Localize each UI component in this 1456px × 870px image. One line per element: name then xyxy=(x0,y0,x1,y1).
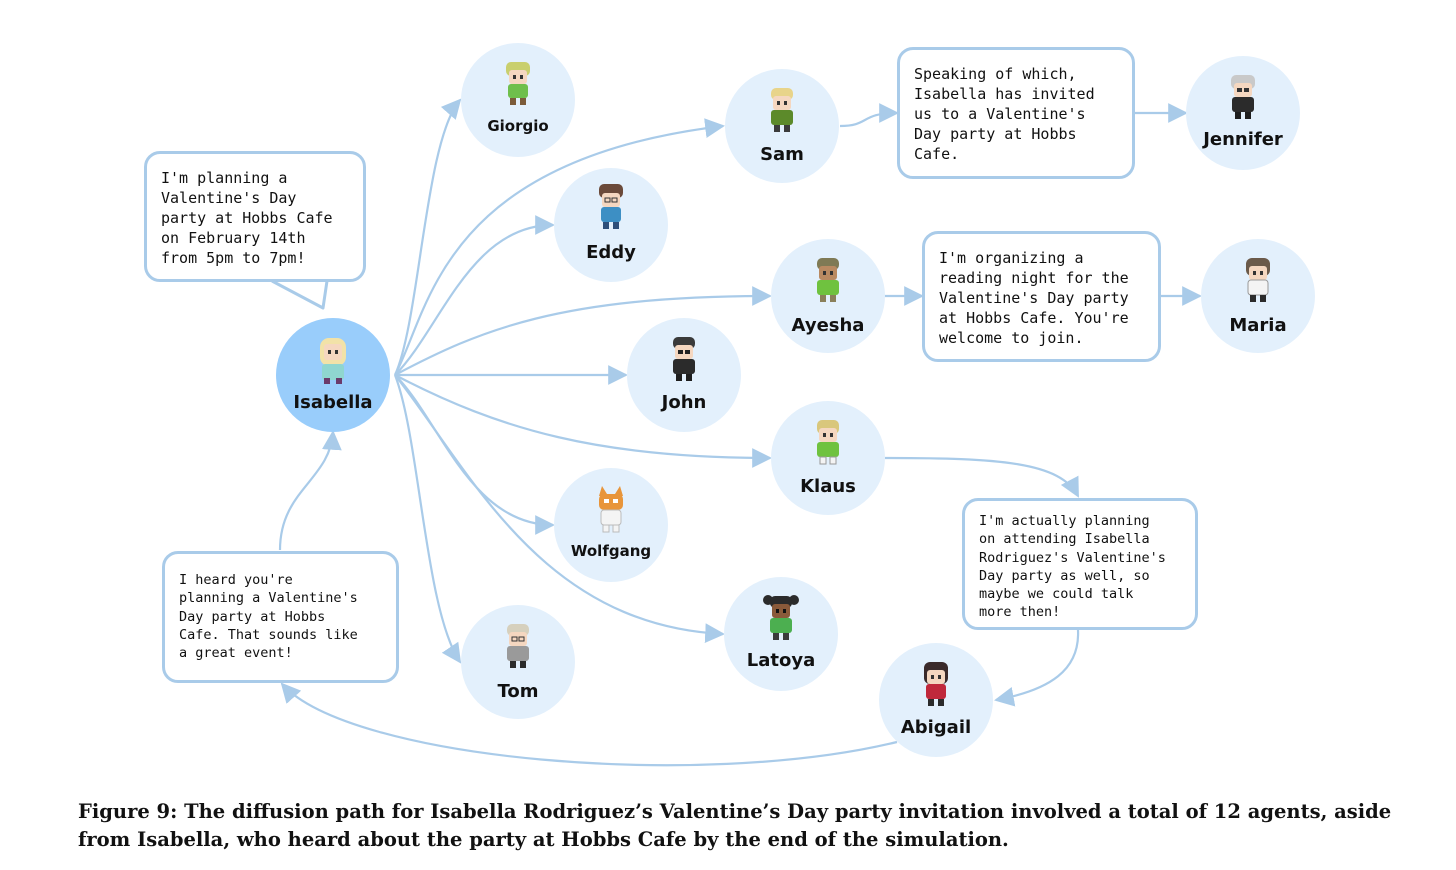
maria-avatar-icon xyxy=(1246,258,1270,302)
sam-avatar-icon xyxy=(771,88,793,132)
abigail-avatar-icon xyxy=(924,662,948,706)
jennifer-avatar-icon xyxy=(1231,75,1255,119)
node-label-sam: Sam xyxy=(760,144,804,165)
john-avatar-icon xyxy=(673,337,695,381)
node-tom: Tom xyxy=(461,605,575,719)
klaus-avatar-icon xyxy=(817,420,839,465)
node-label-maria: Maria xyxy=(1229,315,1286,336)
node-label-isabella: Isabella xyxy=(293,392,372,413)
node-jennifer: Jennifer xyxy=(1186,56,1300,170)
node-label-jennifer: Jennifer xyxy=(1201,129,1283,150)
node-eddy: Eddy xyxy=(554,168,668,282)
bubble-isabella-plan: I'm planning a Valentine's Day party at … xyxy=(144,151,366,282)
wolfgang-avatar-icon xyxy=(599,486,623,533)
edge-isabella-latoya xyxy=(394,374,725,643)
node-sam: Sam xyxy=(725,69,839,183)
node-label-abigail: Abigail xyxy=(901,717,971,738)
node-john: John xyxy=(627,318,741,432)
bubble-abigail-to-isabella: I heard you're planning a Valentine's Da… xyxy=(162,551,399,683)
latoya-avatar-icon xyxy=(763,595,799,640)
edge-isabella-sam xyxy=(394,118,725,376)
node-label-eddy: Eddy xyxy=(586,242,636,263)
figure-caption: Figure 9: The diffusion path for Isabell… xyxy=(78,800,1392,851)
edge-isabella-eddy xyxy=(394,215,555,376)
bubble-klaus-to-abigail: I'm actually planning on attending Isabe… xyxy=(962,498,1198,630)
eddy-avatar-icon xyxy=(599,184,623,229)
node-ayesha: Ayesha xyxy=(771,239,885,353)
edge-isabella-wolfgang xyxy=(394,374,555,535)
node-label-tom: Tom xyxy=(497,681,538,702)
node-latoya: Latoya xyxy=(724,577,838,691)
tom-avatar-icon xyxy=(507,624,529,668)
node-klaus: Klaus xyxy=(771,401,885,515)
edge-isabella-klaus xyxy=(394,374,772,468)
node-label-giorgio: Giorgio xyxy=(487,117,548,135)
node-label-latoya: Latoya xyxy=(747,650,815,671)
edge-abigail-bubble xyxy=(280,682,898,767)
node-maria: Maria xyxy=(1201,239,1315,353)
edge-bubble-abigail xyxy=(994,629,1080,707)
edge-isabella-giorgio xyxy=(393,98,462,376)
ayesha-avatar-icon xyxy=(817,258,839,302)
giorgio-avatar-icon xyxy=(506,62,530,105)
node-giorgio: Giorgio xyxy=(461,43,575,157)
node-label-ayesha: Ayesha xyxy=(792,315,865,336)
node-label-john: John xyxy=(660,392,707,413)
edge-isabella-ayesha xyxy=(394,286,772,376)
edge-bubble-isabella xyxy=(278,430,342,551)
bubble-sam-to-jennifer: Speaking of which, Isabella has invited … xyxy=(897,47,1135,179)
node-wolfgang: Wolfgang xyxy=(554,468,668,582)
edge-klaus-bubble xyxy=(884,456,1079,498)
node-label-klaus: Klaus xyxy=(800,476,856,497)
bubble-ayesha-to-maria: I'm organizing a reading night for the V… xyxy=(922,231,1161,362)
isabella-bubble-tail xyxy=(271,279,329,310)
node-label-wolfgang: Wolfgang xyxy=(571,542,651,560)
edge-isabella-tom xyxy=(393,374,462,664)
node-isabella: Isabella xyxy=(276,318,390,432)
isabella-avatar-icon xyxy=(320,338,346,384)
edge-sam-bubble xyxy=(839,103,899,128)
node-abigail: Abigail xyxy=(879,643,993,757)
